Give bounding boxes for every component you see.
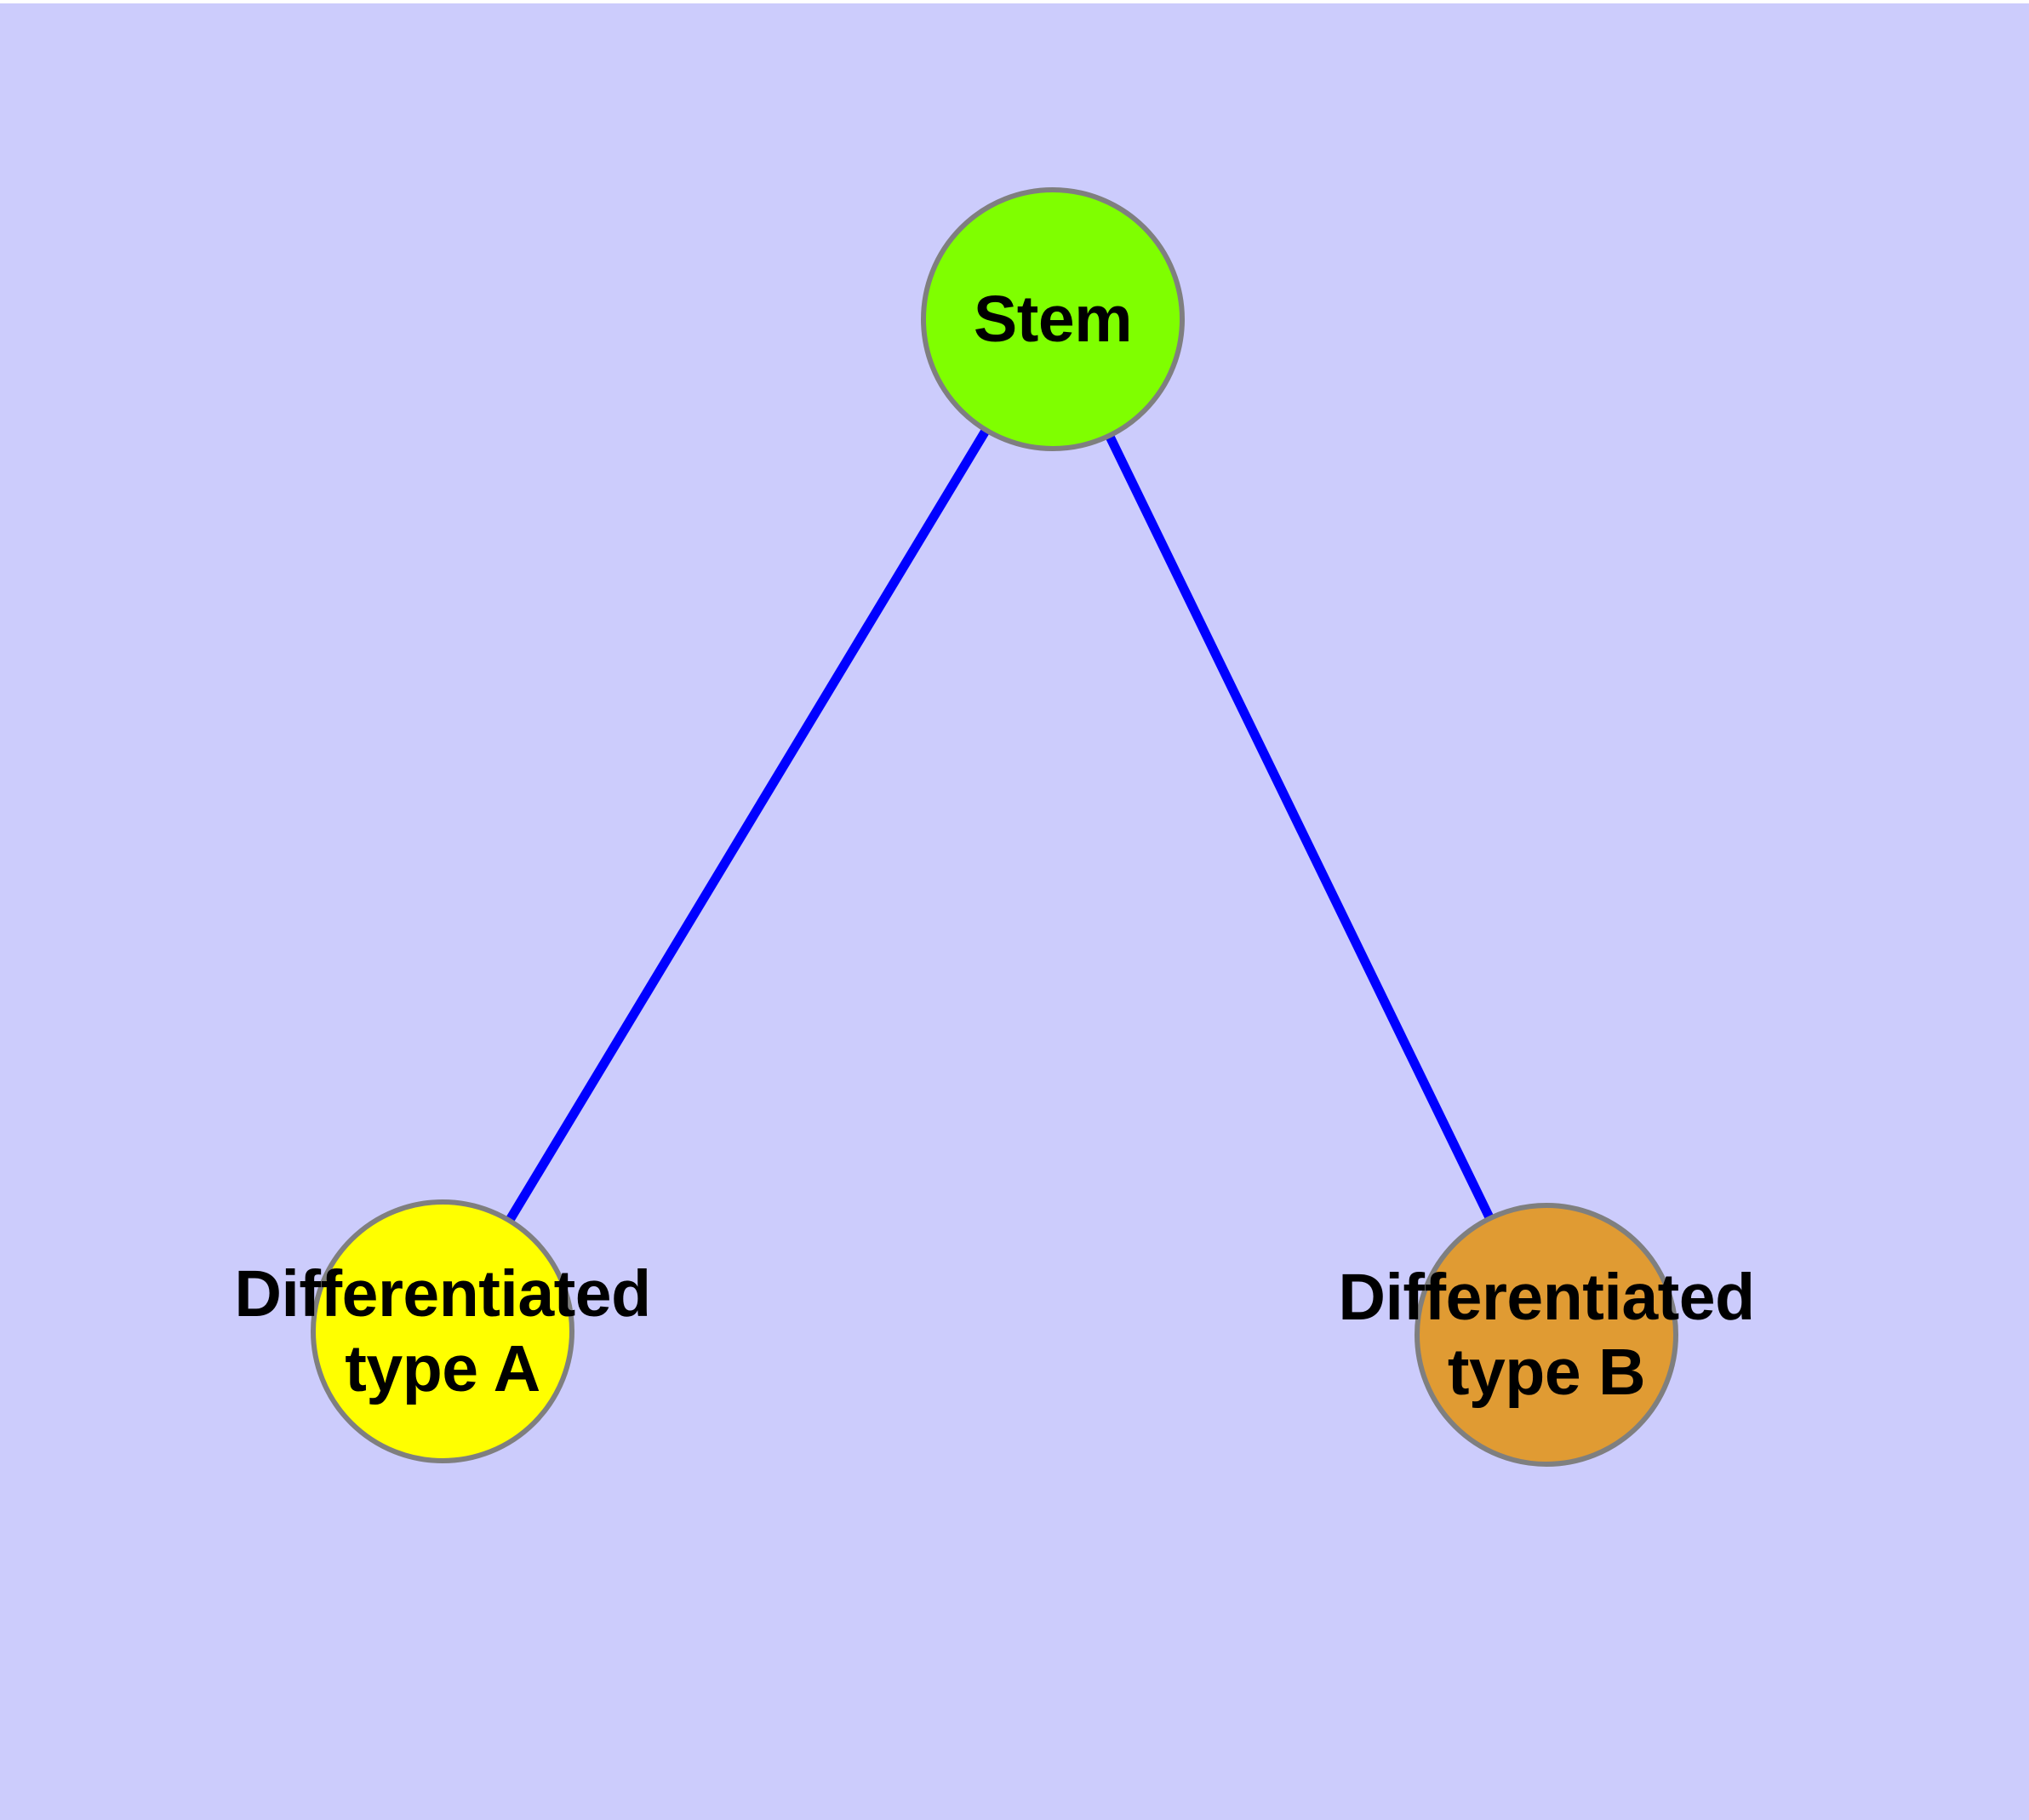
node-label-line: Differentiated bbox=[1338, 1261, 1755, 1334]
edges-group bbox=[503, 424, 1496, 1227]
nodes-group bbox=[311, 187, 1678, 1467]
node-circle-diff_b[interactable] bbox=[1415, 1203, 1678, 1467]
node-circle-stem[interactable] bbox=[921, 187, 1185, 451]
node-label-line: type A bbox=[345, 1332, 540, 1405]
edge-stem-to-diff_b bbox=[1103, 430, 1496, 1224]
node-label-line: type B bbox=[1447, 1336, 1646, 1409]
node-circle-diff_a[interactable] bbox=[311, 1199, 574, 1463]
node-label-stem: Stem bbox=[973, 282, 1133, 357]
edge-stem-to-diff_a bbox=[503, 424, 992, 1227]
node-label-line: Differentiated bbox=[234, 1257, 651, 1331]
node-label-line: Stem bbox=[973, 283, 1133, 356]
graph-svg bbox=[311, 187, 1678, 1467]
